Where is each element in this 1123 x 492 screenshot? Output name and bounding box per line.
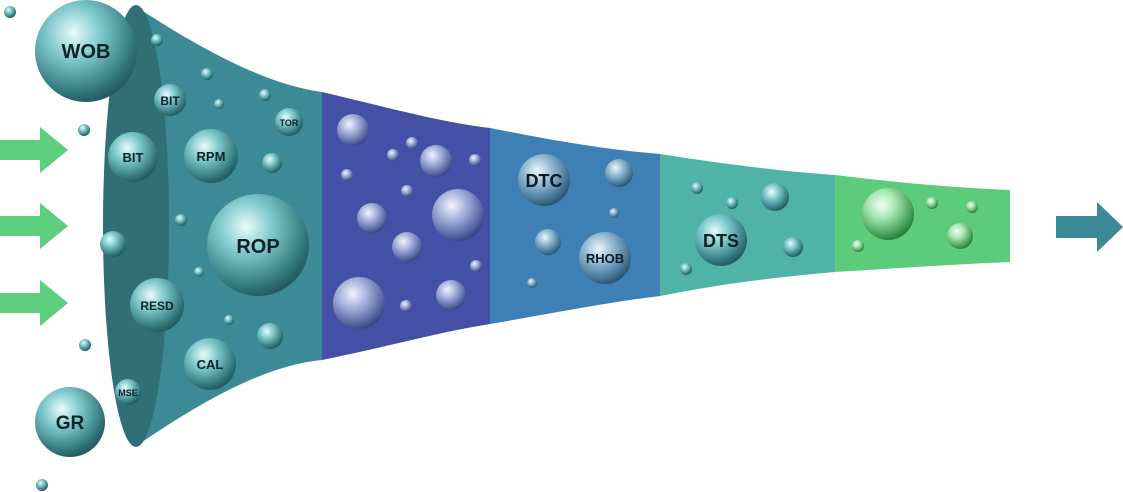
bubble	[387, 149, 399, 161]
bubble	[401, 185, 413, 197]
rhob-bubble: RHOB	[579, 232, 631, 284]
dtc-label: DTC	[526, 171, 563, 191]
resd-bubble: RESD	[130, 278, 184, 332]
cal-bubble: CAL	[184, 338, 236, 390]
bubble	[680, 263, 692, 275]
bubble	[726, 197, 738, 209]
dts-label: DTS	[703, 231, 739, 251]
rop-bubble: ROP	[207, 194, 309, 296]
funnel-section-5	[835, 175, 1010, 272]
input-arrow-icon	[0, 127, 68, 173]
bubble	[470, 260, 482, 272]
bubble	[151, 34, 163, 46]
bubble	[783, 237, 803, 257]
rop-label: ROP	[236, 236, 279, 258]
bubble	[175, 214, 187, 226]
bubble	[469, 154, 481, 166]
small-bubbles	[4, 6, 978, 491]
funnel-mouth-rim	[103, 5, 169, 447]
bubble	[79, 339, 91, 351]
bit-left-bubble: BIT	[108, 132, 158, 182]
bubble	[201, 68, 213, 80]
bubble	[862, 188, 914, 240]
resd-label: RESD	[140, 299, 174, 313]
bubble	[436, 280, 466, 310]
gr-label: GR	[56, 413, 85, 434]
input-arrows	[0, 127, 68, 326]
bubble	[337, 114, 369, 146]
bubble	[392, 232, 422, 262]
tor-bubble: TOR	[275, 108, 303, 136]
bubble	[432, 189, 484, 241]
rpm-bubble: RPM	[184, 129, 238, 183]
gr-bubble: GR	[35, 387, 105, 457]
bubble	[341, 169, 353, 181]
bit-top-bubble: BIT	[154, 84, 186, 116]
mse-label: MSE	[118, 388, 138, 398]
bubble	[36, 479, 48, 491]
bubble	[761, 183, 789, 211]
bubble	[400, 300, 412, 312]
bubble	[535, 229, 561, 255]
dtc-bubble: DTC	[518, 154, 570, 206]
bubble	[605, 159, 633, 187]
bubble	[420, 145, 452, 177]
rhob-label: RHOB	[586, 251, 624, 266]
bubble	[100, 231, 126, 257]
labeled-bubbles: WOB GR BIT BIT TOR RPM ROP RESD	[35, 0, 747, 457]
bubble	[333, 277, 385, 329]
bubble	[691, 182, 703, 194]
bubble	[966, 201, 978, 213]
wob-bubble: WOB	[35, 0, 137, 102]
output-arrow-icon	[1056, 202, 1123, 252]
bubble	[926, 197, 938, 209]
input-arrow-icon	[0, 203, 68, 249]
bit-top-label: BIT	[160, 94, 180, 108]
bubble	[609, 208, 619, 218]
bubble	[527, 278, 537, 288]
bubble	[4, 6, 16, 18]
rpm-label: RPM	[197, 149, 226, 164]
funnel-section-4	[660, 154, 835, 296]
bubble	[406, 137, 418, 149]
bubble	[194, 267, 204, 277]
funnel-section-3	[490, 128, 660, 324]
dts-bubble: DTS	[695, 214, 747, 266]
input-arrow-icon	[0, 280, 68, 326]
wob-label: WOB	[62, 41, 111, 63]
tor-label: TOR	[280, 118, 299, 128]
bubble	[852, 240, 864, 252]
bit-left-label: BIT	[123, 150, 144, 165]
bubble	[214, 99, 224, 109]
bubble	[78, 124, 90, 136]
bubble	[357, 203, 387, 233]
bubble	[257, 323, 283, 349]
bubble	[262, 153, 282, 173]
bubble	[259, 89, 271, 101]
bubble	[947, 223, 973, 249]
bubble	[224, 315, 234, 325]
mse-bubble: MSE	[115, 379, 141, 405]
cal-label: CAL	[197, 357, 224, 372]
